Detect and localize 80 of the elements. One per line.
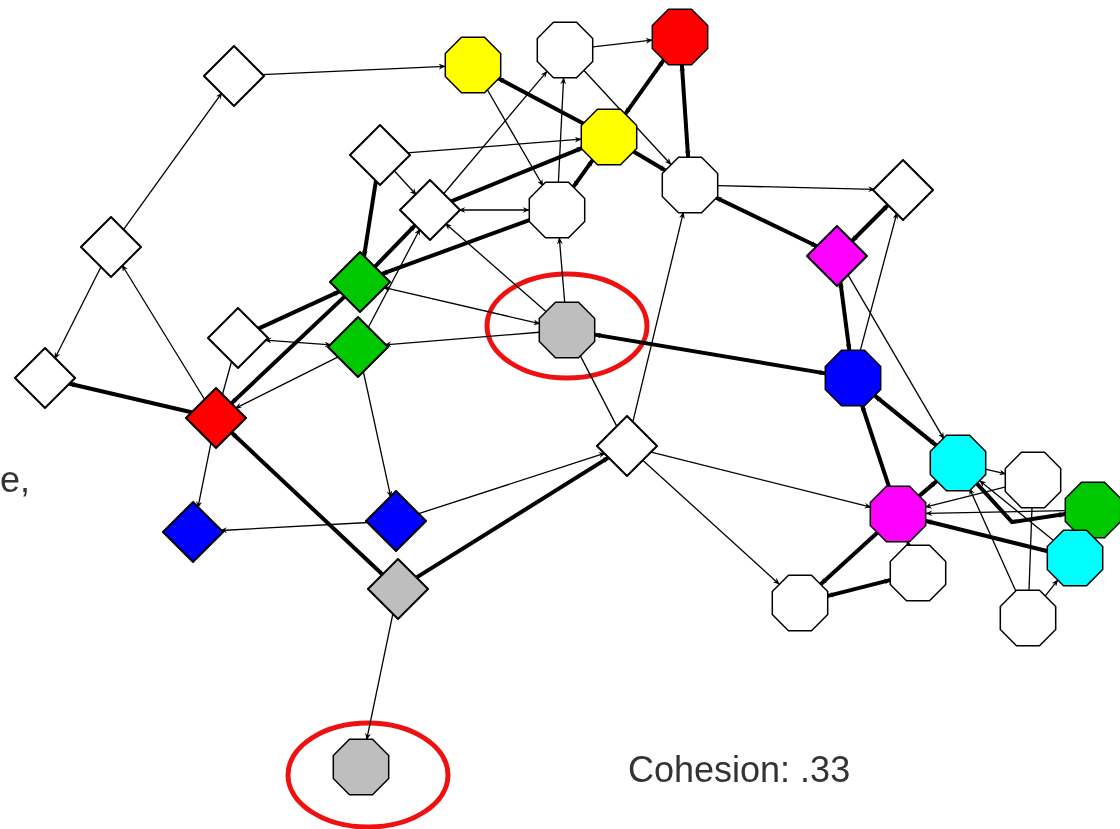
octagon-node xyxy=(578,106,640,168)
caption-text: e, xyxy=(0,462,31,498)
octagon-node xyxy=(887,542,949,604)
arrow xyxy=(365,612,394,741)
octagon-node xyxy=(867,483,929,545)
arrow xyxy=(257,289,341,331)
diamond-node xyxy=(872,159,934,221)
arrow xyxy=(592,37,653,48)
arrow xyxy=(859,212,899,352)
octagon-node xyxy=(997,587,1059,649)
arrow xyxy=(979,480,1054,541)
arrow xyxy=(925,509,1066,517)
arrow xyxy=(229,430,385,577)
arrow xyxy=(486,88,544,187)
arrow xyxy=(1044,579,1059,597)
arrow xyxy=(442,70,548,195)
arrow xyxy=(714,195,819,249)
arrow xyxy=(414,455,611,580)
arrow xyxy=(264,337,332,348)
diamond-node xyxy=(162,501,224,563)
octagon-node xyxy=(534,19,596,81)
arrow xyxy=(54,265,102,360)
arrow xyxy=(367,228,421,329)
octagon-node xyxy=(1002,449,1064,511)
arrow xyxy=(679,64,691,158)
arrow xyxy=(393,169,417,196)
arrow xyxy=(229,294,347,406)
octagon-node xyxy=(659,154,721,216)
octagon-node xyxy=(927,432,989,494)
arrow xyxy=(975,482,1066,525)
arrow xyxy=(847,273,945,440)
diamond-node xyxy=(14,347,76,409)
diamond-node xyxy=(185,387,247,449)
arrow xyxy=(458,207,530,213)
arrow xyxy=(819,531,879,586)
octagon-node xyxy=(1062,479,1120,541)
octagon-node xyxy=(536,299,598,361)
arrow xyxy=(873,394,938,447)
arrow xyxy=(384,331,540,348)
arrow xyxy=(361,179,379,258)
arrow xyxy=(417,452,606,515)
diamond-node xyxy=(327,316,389,378)
octagon-node xyxy=(526,179,588,241)
arrow xyxy=(557,77,567,183)
arrow xyxy=(571,158,595,189)
arrow xyxy=(372,223,418,269)
diamond-node xyxy=(203,45,265,107)
arrow xyxy=(623,58,666,116)
diamond-node xyxy=(80,216,142,278)
arrow xyxy=(67,381,193,415)
arrow xyxy=(121,264,206,401)
octagon-node xyxy=(649,6,711,68)
arrow xyxy=(362,370,393,498)
diamond-node xyxy=(365,490,427,552)
arrow xyxy=(261,63,446,76)
arrow xyxy=(234,356,340,409)
diamond-node xyxy=(349,124,411,186)
caption-text: Cohesion: .33 xyxy=(628,752,851,788)
arrow xyxy=(850,203,890,243)
diamond-node xyxy=(806,225,868,287)
diamond-node xyxy=(329,251,391,313)
arrow xyxy=(918,479,938,498)
diamond-node xyxy=(399,179,461,241)
arrow xyxy=(122,92,223,231)
octagon-node xyxy=(330,736,392,798)
octagon-node xyxy=(822,347,884,409)
diamond-node xyxy=(207,307,269,369)
octagon-node xyxy=(769,572,831,634)
arrow xyxy=(594,332,826,376)
arrow xyxy=(496,76,586,126)
arrow xyxy=(196,441,212,509)
diamond-node xyxy=(596,415,658,477)
octagon-node xyxy=(442,34,504,96)
arrow xyxy=(444,222,547,313)
diamond-node xyxy=(367,558,429,620)
arrow xyxy=(556,237,566,303)
arrow xyxy=(641,459,780,585)
octagon-node xyxy=(1044,527,1106,589)
arrow xyxy=(838,281,852,351)
arrow xyxy=(632,149,667,173)
